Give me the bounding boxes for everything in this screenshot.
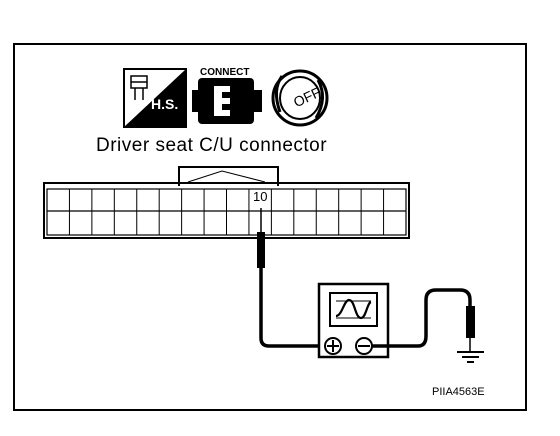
pin-number-label: 10 (253, 189, 268, 204)
ground-icon (457, 351, 484, 363)
ground-probe (372, 288, 475, 352)
connector-pin-grid (68, 189, 385, 235)
ignition-off-icon (271, 69, 329, 127)
connector-caption: Driver seat C/U connector (96, 135, 328, 156)
hs-icon (123, 68, 187, 128)
figure-id: PIIA4563E (432, 386, 485, 398)
hs-label: H.S. (151, 96, 179, 112)
connect-icon (192, 78, 262, 124)
connect-label: CONNECT (200, 67, 250, 78)
positive-probe (257, 208, 322, 348)
diagram-frame (13, 43, 527, 411)
